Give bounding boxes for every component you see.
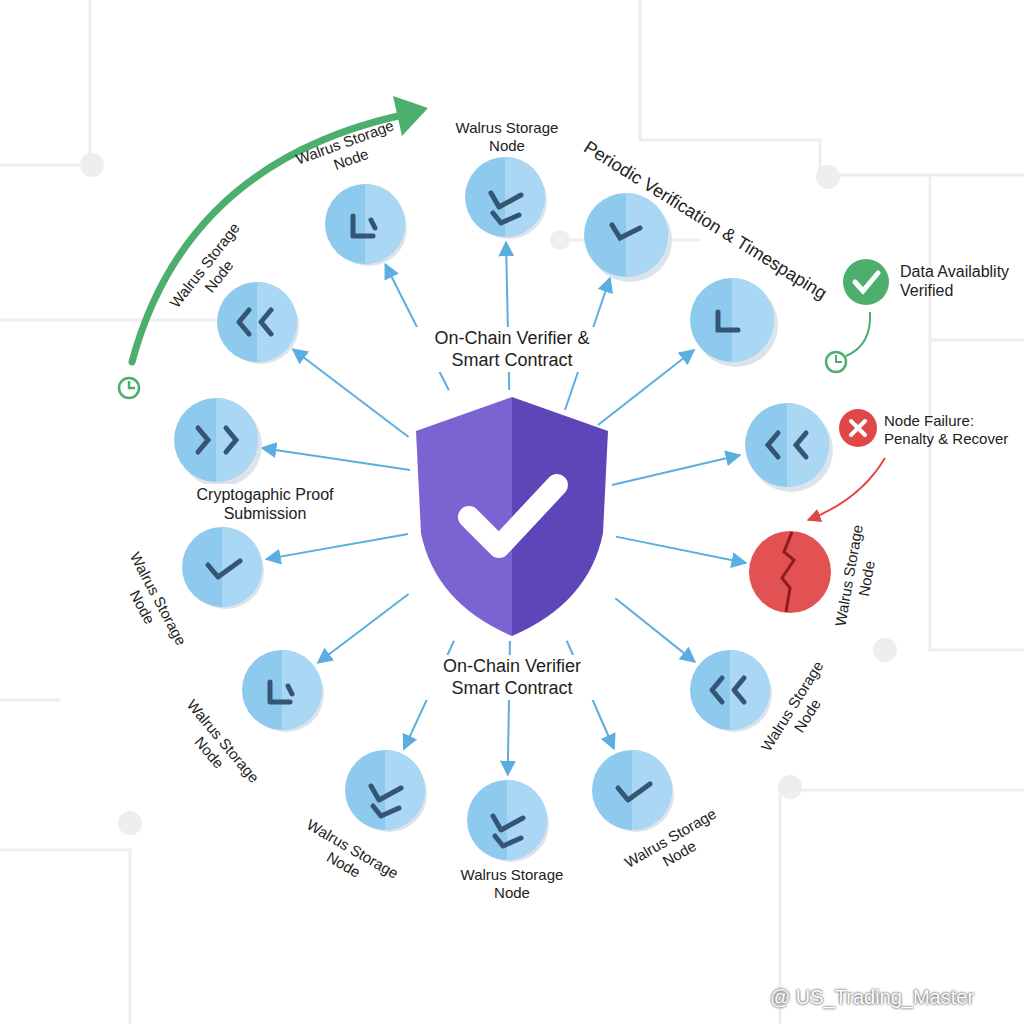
storage-node: Walrus Storage Node xyxy=(240,648,324,732)
node-label: Walrus Storage Node xyxy=(289,115,407,187)
annotation-label: Node Failure: Penalty & Recover xyxy=(884,412,1020,448)
verified-icon xyxy=(826,259,889,372)
storage-node: Walrus Storage Node xyxy=(590,748,674,832)
node-cylinder xyxy=(215,280,299,364)
verifier-shield: On-Chain Verifier & Smart ContractOn-Cha… xyxy=(411,393,613,638)
node-label: Walrus Storage Node xyxy=(451,119,563,155)
connector-arrow xyxy=(266,534,408,559)
watermark: @ US_Trading_Master xyxy=(770,985,1020,1009)
cycle-arrowhead xyxy=(393,96,428,136)
failed-node-shape xyxy=(748,530,832,614)
annotation-label: Cryptogaphic Proof Submission xyxy=(182,484,348,524)
storage-node: Walrus Storage Node xyxy=(180,525,264,609)
node-label: Walrus Storage Node xyxy=(755,654,845,768)
node-cylinder xyxy=(688,648,772,732)
clock-icon xyxy=(119,378,139,398)
node-label: Walrus Storage Node xyxy=(456,866,568,902)
node-label: Walrus Storage Node xyxy=(108,545,192,661)
node-cylinder xyxy=(343,748,427,832)
node-label: Walrus Storage Node xyxy=(831,519,886,636)
node-cylinder xyxy=(590,748,674,832)
connector-arrow xyxy=(616,537,746,563)
node-cylinder xyxy=(463,155,547,239)
connector-arrow xyxy=(318,594,409,663)
storage-node: Walrus Storage Node xyxy=(463,155,547,239)
connector-arrow xyxy=(293,349,409,437)
verifier-label: On-Chain Verifier Smart Contract xyxy=(414,655,610,700)
failure-icon xyxy=(808,409,885,520)
storage-node: Walrus Storage Node xyxy=(748,530,832,614)
node-cylinder xyxy=(240,648,324,732)
node-cylinder xyxy=(180,525,264,609)
storage-node: Walrus Storage Node xyxy=(323,182,407,266)
node-cylinder xyxy=(465,778,549,862)
storage-node: Walrus Storage Node xyxy=(343,748,427,832)
node-cylinder xyxy=(323,182,407,266)
verifier-label: On-Chain Verifier & Smart Contract xyxy=(414,327,610,372)
connector-arrow xyxy=(615,598,695,662)
storage-node: Walrus Storage Node xyxy=(465,778,549,862)
storage-node: Walrus Storage Node xyxy=(215,280,299,364)
storage-node: Walrus Storage Node xyxy=(688,648,772,732)
annotation-label: Data Availablity Verified xyxy=(900,262,1022,300)
shield-shape xyxy=(411,393,613,638)
